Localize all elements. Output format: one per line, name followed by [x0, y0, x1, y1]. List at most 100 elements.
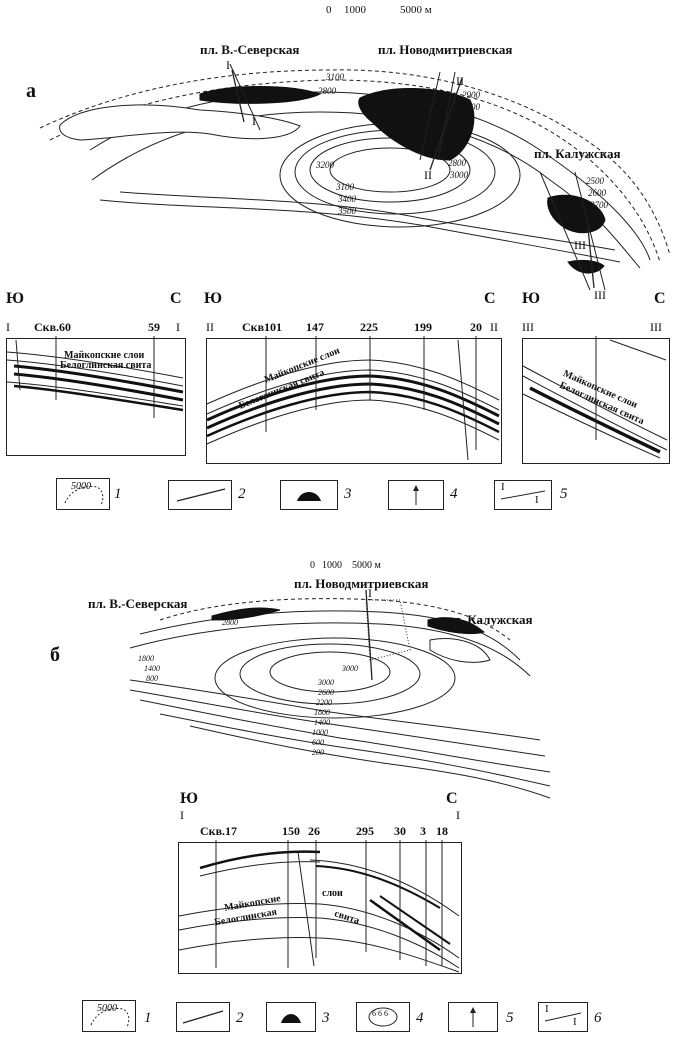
legend-b-num: 2 — [236, 1010, 244, 1026]
legend-b-num: 3 — [322, 1010, 330, 1026]
scale-max: 5000 м — [400, 4, 432, 16]
well-label: 18 — [436, 824, 448, 838]
layer-lower-label: Белоглинская свита — [60, 360, 152, 371]
contour-label: 3200 — [316, 160, 334, 170]
scale-zero: 0 — [310, 560, 315, 571]
contour-label: 2800 — [448, 158, 466, 168]
well-label: 225 — [360, 320, 378, 334]
well-label: 59 — [148, 320, 160, 334]
legend-b-num: 6 — [594, 1010, 602, 1026]
contour-label: 1400 — [314, 718, 330, 727]
section-1-roman-right: I — [176, 320, 180, 334]
well-label: 26 — [308, 824, 320, 838]
contour-label: 3000 — [318, 678, 334, 687]
contour-label: 1800 — [314, 708, 330, 717]
well-label: Скв101 — [242, 320, 283, 334]
contour-label: 3000 — [450, 170, 468, 180]
legend-a-num: 2 — [238, 486, 246, 502]
contour-label: 2900 — [462, 90, 480, 100]
contour-label: 2700 — [590, 200, 608, 210]
legend-b-salt-sample: 6 6 6 — [356, 1002, 410, 1032]
legend-b-deposit-sample — [266, 1002, 316, 1032]
contour-label: 1400 — [144, 664, 160, 673]
panel-a-label: а — [26, 80, 36, 102]
section-line-iii-top: III — [574, 238, 586, 252]
cross-section-2 — [206, 338, 502, 464]
contour-label: 2600 — [588, 188, 606, 198]
contour-label: 600 — [312, 738, 324, 747]
section-2-roman-right: II — [490, 320, 498, 334]
legend-a-fault-sample — [168, 480, 232, 510]
legend-a-well-sample — [388, 480, 444, 510]
contour-label: 2200 — [316, 698, 332, 707]
legend-a-section-line-sample: I I — [494, 480, 552, 510]
section-line-ii-bottom: II — [424, 168, 432, 182]
section-b-north: С — [446, 790, 458, 807]
section-1-south: Ю — [6, 290, 25, 307]
contour-label: 3000 — [342, 664, 358, 673]
cross-section-b — [178, 842, 462, 974]
section-line-i-top: I — [368, 586, 372, 600]
structural-map-a — [39, 63, 671, 291]
legend-b-section-line-sample: I I — [538, 1002, 588, 1032]
legend-a-contour-sample: 5000 — [56, 478, 110, 510]
well-label: Скв.60 — [34, 320, 72, 334]
legend-b-num: 4 — [416, 1010, 424, 1026]
contour-label: 2800 — [222, 618, 238, 627]
section-b-roman-right: I — [456, 808, 460, 822]
legend-a-num: 5 — [560, 486, 568, 502]
contour-label: 3100 — [336, 182, 354, 192]
section-line-ii-top: II — [456, 74, 464, 88]
contour-label: 2800 — [318, 86, 336, 96]
section-b-roman-left: I — [180, 808, 184, 822]
contour-label: 2600 — [318, 688, 334, 697]
legend-a-deposit-sample — [280, 480, 338, 510]
legend-a-num: 1 — [114, 486, 122, 502]
section-b-south: Ю — [180, 790, 199, 807]
section-3-north: С — [654, 290, 666, 307]
well-label: 147 — [306, 320, 324, 334]
section-3-roman-left: III — [522, 320, 534, 334]
contour-label: 1800 — [138, 654, 154, 663]
section-line-i-top: I — [226, 58, 230, 72]
scale-zero: 0 — [326, 4, 332, 16]
contour-label: 2500 — [586, 176, 604, 186]
contour-label: 3500 — [338, 206, 356, 216]
well-label: 199 — [414, 320, 432, 334]
scale-max: 5000 м — [352, 560, 381, 571]
legend-b-contour-sample: 5000 — [82, 1000, 136, 1032]
legend-b-num: 5 — [506, 1010, 514, 1026]
structure-west-label: пл. В.-Северская — [88, 596, 188, 611]
legend-a-num: 3 — [344, 486, 352, 502]
section-2-roman-left: II — [206, 320, 214, 334]
section-line-i-bottom: I — [252, 114, 256, 128]
structure-center-label: пл. Новодмитриевская — [294, 576, 429, 591]
well-label: 150 — [282, 824, 300, 838]
well-label: 30 — [394, 824, 406, 838]
section-2-north: С — [484, 290, 496, 307]
legend-b-well-sample — [448, 1002, 498, 1032]
layer-upper-label: Майкопские слои — [64, 350, 145, 361]
cross-section-1 — [6, 338, 186, 456]
contour-label: 200 — [312, 748, 324, 757]
contour-label: 800 — [146, 674, 158, 683]
section-3-south: Ю — [522, 290, 541, 307]
well-label: 295 — [356, 824, 374, 838]
contour-label: 3100 — [326, 72, 344, 82]
section-1-roman-left: I — [6, 320, 10, 334]
structure-center-label: пл. Новодмитриевская — [378, 42, 513, 57]
contour-label: 2600 — [456, 114, 474, 124]
contour-label: 3400 — [338, 194, 356, 204]
scale-mid: 1000 — [322, 560, 342, 571]
layer-upper-label-right: слои — [322, 888, 343, 899]
legend-b-fault-sample — [176, 1002, 230, 1032]
well-label: Скв.17 — [200, 824, 238, 838]
well-label: 20 — [470, 320, 482, 334]
section-line-iii-bottom: III — [594, 288, 606, 302]
legend-b-num: 1 — [144, 1010, 152, 1026]
